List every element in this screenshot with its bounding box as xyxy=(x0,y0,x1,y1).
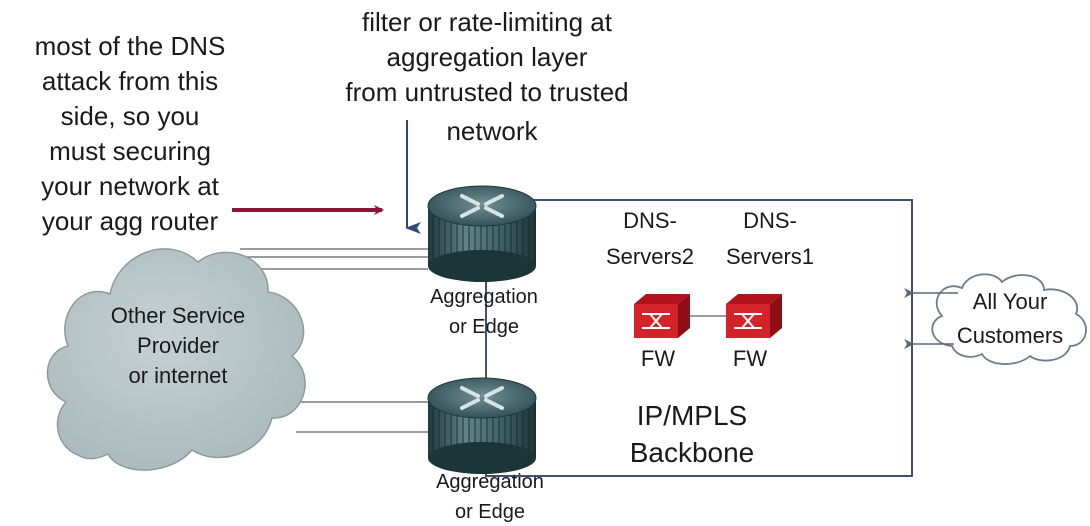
customers-label-line2: Customers xyxy=(957,323,1063,348)
left-note-line1: most of the DNS xyxy=(35,31,226,61)
firewall-left-label: FW xyxy=(641,346,675,371)
router-bottom-icon xyxy=(427,377,537,474)
left-note-line6: your agg router xyxy=(42,206,219,236)
firewall-icon-right xyxy=(726,294,782,338)
customers-label-line1: All Your xyxy=(973,289,1048,314)
cloud-label-line1: Other Service xyxy=(111,303,246,328)
top-annotation: filter or rate-limiting at aggregation l… xyxy=(345,7,628,146)
customers-cloud: All Your Customers xyxy=(931,273,1087,365)
left-note-line2: attack from this xyxy=(42,66,218,96)
firewall-right-label: FW xyxy=(733,346,767,371)
left-note-line5: your network at xyxy=(41,171,220,201)
backbone-label-line2: Backbone xyxy=(630,437,755,468)
dns-servers2-label-line2: Servers2 xyxy=(606,244,694,269)
top-note-line1: filter or rate-limiting at xyxy=(362,7,613,37)
links-cloud-to-routers xyxy=(240,248,428,433)
customer-traffic-arrows xyxy=(904,288,958,349)
router-top-label-line2: or Edge xyxy=(449,316,519,338)
cloud-provider: Other Service Provider or internet xyxy=(46,248,306,471)
backbone-label-line1: IP/MPLS xyxy=(637,400,747,431)
backbone-box xyxy=(485,199,913,477)
left-note-line3: side, so you xyxy=(61,101,200,131)
dns-servers1-label-line1: DNS- xyxy=(743,208,797,233)
top-note-line2: aggregation layer xyxy=(387,42,588,72)
cloud-label-line3: or internet xyxy=(128,363,227,388)
router-bottom-label-line2: or Edge xyxy=(455,501,525,523)
top-note-line4: network xyxy=(446,116,538,146)
top-note-line3: from untrusted to trusted xyxy=(345,77,628,107)
firewall-icon-left xyxy=(634,294,690,338)
router-top-label-line1: Aggregation xyxy=(430,286,538,308)
dns-servers1-label-line2: Servers1 xyxy=(726,244,814,269)
router-bottom-label-line1: Aggregation xyxy=(436,471,544,493)
customers-cloud-shape xyxy=(931,273,1087,365)
left-note-line4: must securing xyxy=(49,136,211,166)
cloud-shape xyxy=(46,248,306,471)
dns-servers2-label-line1: DNS- xyxy=(623,208,677,233)
cloud-label-line2: Provider xyxy=(137,333,219,358)
left-annotation: most of the DNS attack from this side, s… xyxy=(35,31,226,236)
router-top-icon xyxy=(427,185,537,282)
